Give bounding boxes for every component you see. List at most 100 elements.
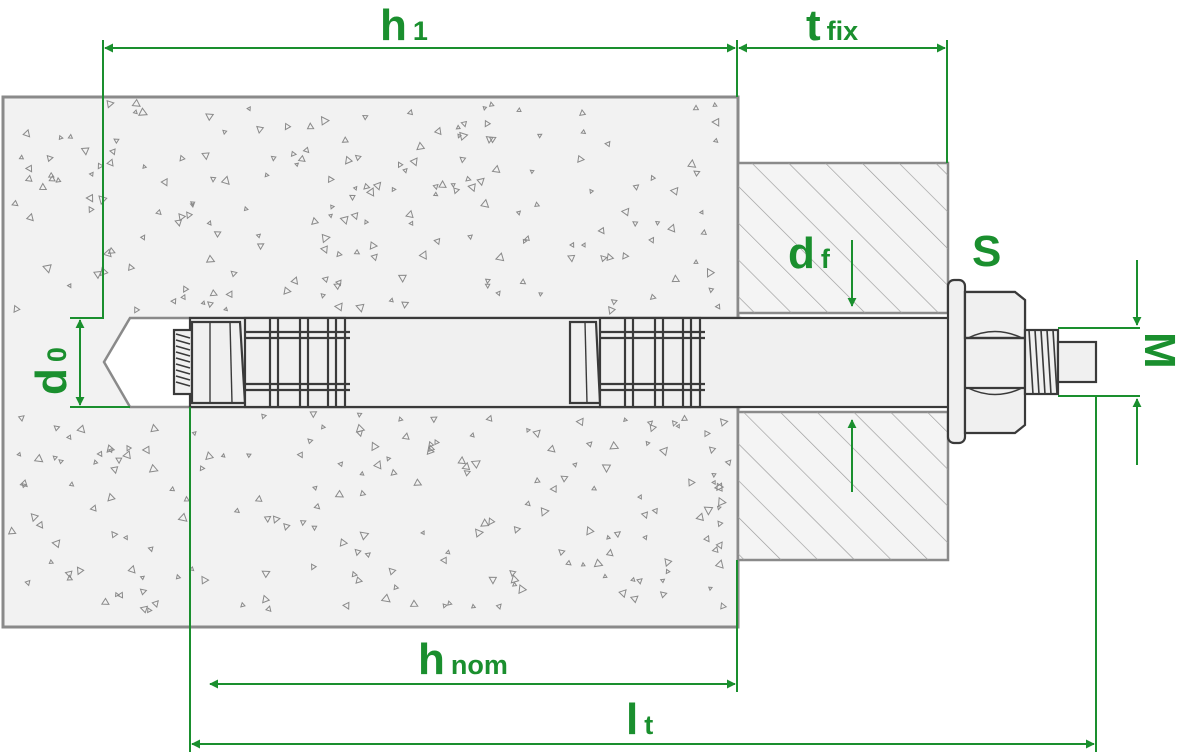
speckle — [106, 444, 116, 453]
speckle — [522, 238, 528, 245]
speckle — [139, 234, 146, 241]
speckle — [370, 253, 378, 262]
speckle — [664, 558, 673, 568]
speckle — [76, 424, 86, 434]
speckle — [715, 541, 723, 550]
speckle — [432, 183, 439, 191]
speckle — [290, 150, 298, 157]
speckle — [222, 129, 228, 136]
speckle — [580, 128, 587, 135]
speckle — [665, 568, 671, 575]
speckle — [348, 194, 356, 202]
speckle — [240, 601, 246, 608]
speckle — [58, 134, 64, 141]
speckle — [549, 484, 557, 493]
speckle — [88, 205, 95, 214]
speckle — [600, 254, 608, 263]
speckle — [433, 237, 441, 246]
speckle — [711, 472, 717, 479]
speckle — [186, 211, 194, 220]
speckle — [529, 169, 535, 175]
speckle — [209, 176, 217, 183]
speckle — [16, 451, 22, 457]
speckle — [488, 101, 495, 107]
speckle — [470, 603, 477, 609]
speckle — [536, 133, 543, 139]
speckle — [580, 561, 586, 567]
speckle — [55, 176, 62, 183]
speckle — [264, 172, 270, 178]
speckle — [93, 270, 103, 280]
speckle — [523, 235, 530, 242]
speckle — [706, 267, 716, 278]
speckle — [546, 444, 556, 453]
speckle — [566, 254, 576, 263]
speckle — [230, 270, 238, 278]
speckle — [651, 507, 658, 515]
speckle — [693, 259, 699, 264]
speckle — [17, 415, 25, 423]
expansion-clip-2 — [598, 316, 705, 409]
speckle — [719, 418, 729, 427]
speckle — [457, 133, 463, 139]
speckle — [139, 588, 148, 596]
speckle — [352, 185, 358, 191]
speckle — [640, 511, 649, 520]
speckle — [372, 181, 382, 191]
speckle — [170, 297, 177, 305]
speckle — [708, 287, 715, 294]
speckle — [708, 446, 717, 455]
speckle — [560, 475, 569, 483]
speckle — [339, 215, 349, 226]
speckle — [147, 607, 153, 614]
speckle — [369, 241, 379, 250]
speckle — [453, 187, 461, 195]
speckle — [484, 119, 492, 128]
speckle — [205, 254, 216, 263]
speckle — [480, 518, 490, 527]
speckle — [524, 500, 531, 507]
speckle — [495, 603, 502, 610]
speckle — [169, 485, 176, 492]
speckle — [25, 212, 34, 222]
speckle — [519, 278, 527, 285]
speckle — [704, 430, 712, 438]
speckle — [447, 600, 453, 606]
speckle — [131, 98, 141, 107]
speckle — [518, 584, 528, 595]
speckle — [649, 423, 658, 433]
speckle — [606, 252, 615, 262]
speckle — [572, 462, 578, 468]
speckle — [420, 530, 425, 536]
speckle — [265, 605, 272, 613]
speckle — [391, 186, 397, 193]
speckle — [33, 453, 44, 463]
speckle — [311, 525, 318, 532]
speckle — [659, 578, 666, 584]
speckle — [398, 416, 404, 422]
speckle — [459, 156, 467, 164]
speckle — [293, 162, 300, 168]
speckle — [160, 177, 168, 187]
speckle — [122, 534, 128, 541]
speckle — [630, 576, 636, 583]
speckle — [365, 187, 375, 197]
speckle — [717, 520, 724, 528]
fixture-plate — [736, 161, 950, 562]
speckle — [589, 188, 595, 195]
speckle — [67, 133, 74, 139]
speckle — [225, 290, 233, 299]
speckle — [356, 412, 363, 418]
speckle — [213, 231, 222, 238]
speckle — [608, 305, 617, 315]
speckle — [692, 104, 700, 111]
speckle — [262, 594, 271, 604]
speckle — [255, 233, 262, 239]
speckle — [201, 575, 210, 585]
speckle — [700, 228, 707, 236]
speckle — [177, 512, 188, 522]
speckle — [620, 207, 630, 217]
speckle — [386, 456, 392, 462]
speckle — [110, 466, 119, 475]
speckle — [320, 424, 327, 430]
